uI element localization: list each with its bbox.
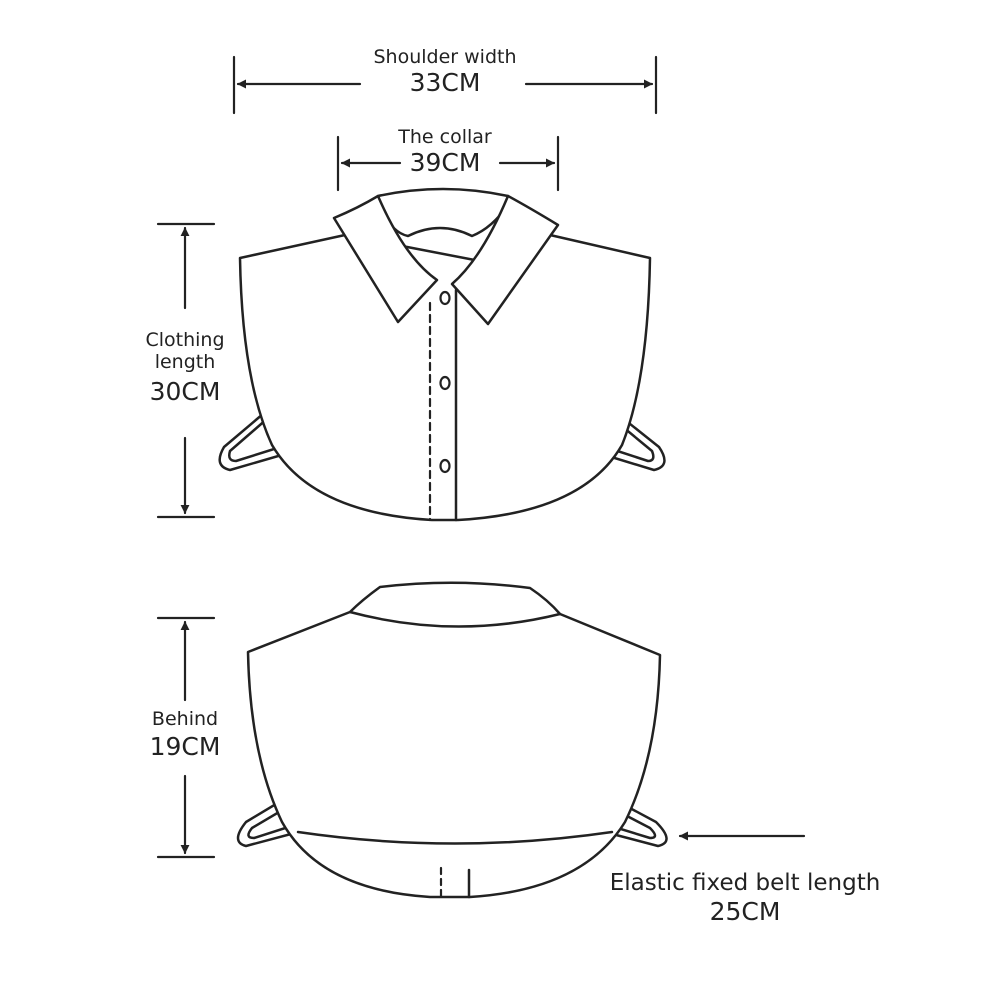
button-icon — [439, 458, 451, 474]
shoulder-width-dimension — [232, 55, 658, 115]
back-left-elastic-loop-inner — [247, 800, 306, 840]
back-collar-stand — [348, 581, 562, 628]
collar-label: The collar — [398, 126, 492, 148]
back-collar-view — [236, 581, 668, 899]
back-bib-outline — [246, 610, 662, 899]
back-right-elastic-loop-inner — [596, 800, 657, 840]
front-neck-band — [376, 203, 510, 238]
behind-label: Behind — [151, 708, 219, 730]
front-left-elastic-loop-inner — [228, 416, 292, 463]
back-lower-seam — [296, 830, 614, 845]
button-icon — [439, 290, 451, 306]
elastic-belt-label-block: Elastic fixed belt length 25CM — [590, 870, 900, 927]
button-icon — [439, 375, 451, 391]
shoulder-width-label-block: Shoulder width 33CM — [345, 46, 545, 98]
shoulder-width-label: Shoulder width — [373, 46, 517, 68]
back-left-elastic-loop — [236, 790, 308, 848]
clothing-length-label-line1: Clothing — [145, 329, 225, 351]
front-collar-left-flap — [332, 194, 439, 324]
behind-dimension — [156, 616, 216, 859]
clothing-length-label-line2: length — [154, 350, 216, 373]
clothing-length-label-block: Clothing length 30CM — [120, 329, 250, 406]
front-right-elastic-loop-inner — [594, 416, 655, 463]
behind-label-block: Behind 19CM — [125, 708, 245, 762]
behind-value: 19CM — [149, 731, 221, 761]
clothing-length-dimension — [156, 222, 216, 519]
elastic-belt-value: 25CM — [709, 897, 781, 927]
collar-label-block: The collar 39CM — [365, 126, 525, 178]
front-left-elastic-loop — [218, 406, 294, 472]
front-collar-top-edge — [376, 187, 510, 198]
back-right-elastic-loop — [595, 790, 668, 848]
front-collar-right-flap — [450, 194, 560, 326]
elastic-belt-label: Elastic fixed belt length — [609, 870, 881, 896]
collar-dimension — [336, 135, 560, 192]
clothing-length-value: 30CM — [149, 376, 221, 406]
collar-value: 39CM — [409, 147, 481, 177]
shoulder-width-value: 33CM — [409, 67, 481, 97]
front-buttons — [439, 290, 451, 474]
front-right-elastic-loop — [593, 406, 666, 472]
